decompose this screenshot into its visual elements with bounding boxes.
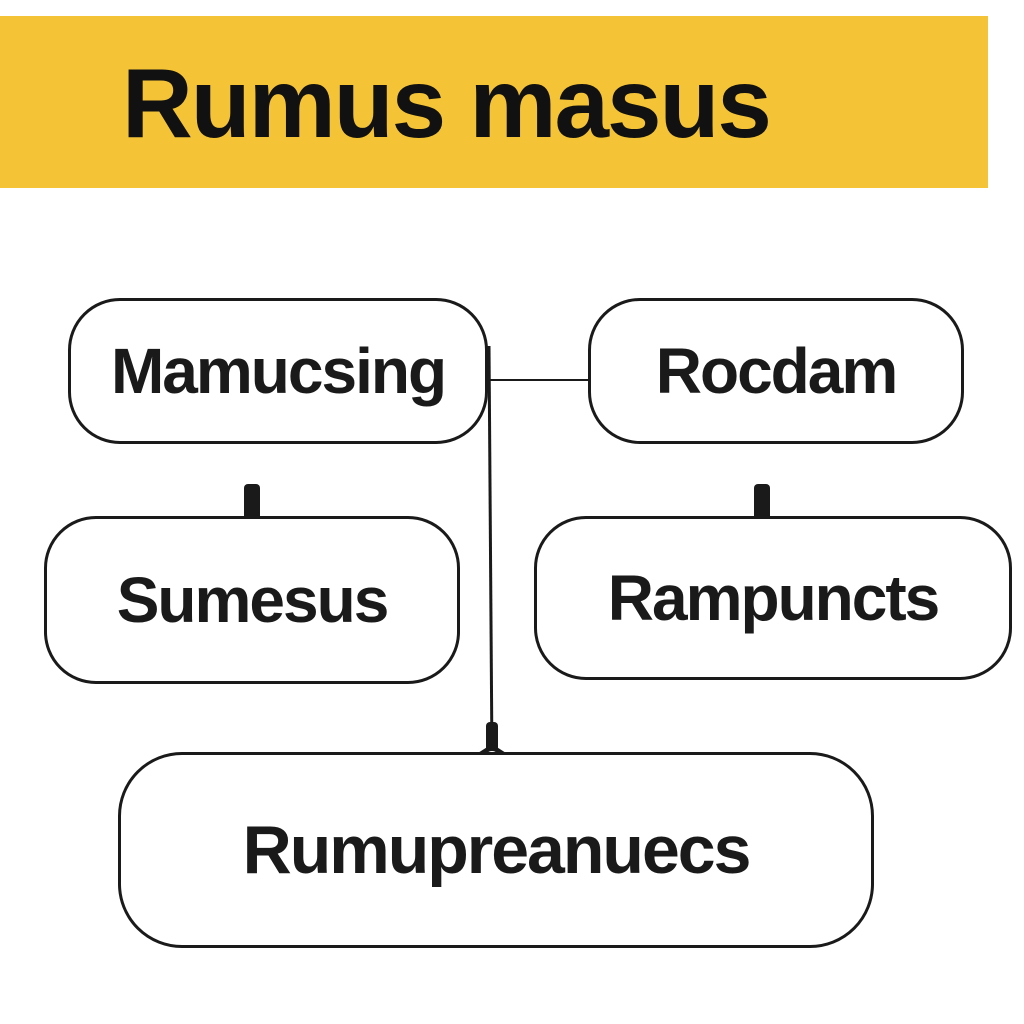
node-label: Mamucsing bbox=[110, 335, 447, 407]
node-label: Rumupreanuecs bbox=[242, 812, 752, 888]
node-label: Rampuncts bbox=[607, 562, 940, 634]
node-mamucsing: Mamucsing bbox=[68, 298, 488, 444]
node-rocdam: Rocdam bbox=[588, 298, 964, 444]
edge-node-1-node-5 bbox=[487, 345, 494, 761]
node-label: Rocdam bbox=[655, 335, 898, 407]
node-rumupreanuecs: Rumupreanuecs bbox=[118, 752, 874, 948]
diagram-title: Rumus masus bbox=[122, 48, 772, 158]
node-rampuncts: Rampuncts bbox=[534, 516, 1012, 680]
node-label: Sumesus bbox=[116, 564, 390, 636]
title-banner: Rumus masus bbox=[0, 16, 988, 188]
node-sumesus: Sumesus bbox=[44, 516, 460, 684]
